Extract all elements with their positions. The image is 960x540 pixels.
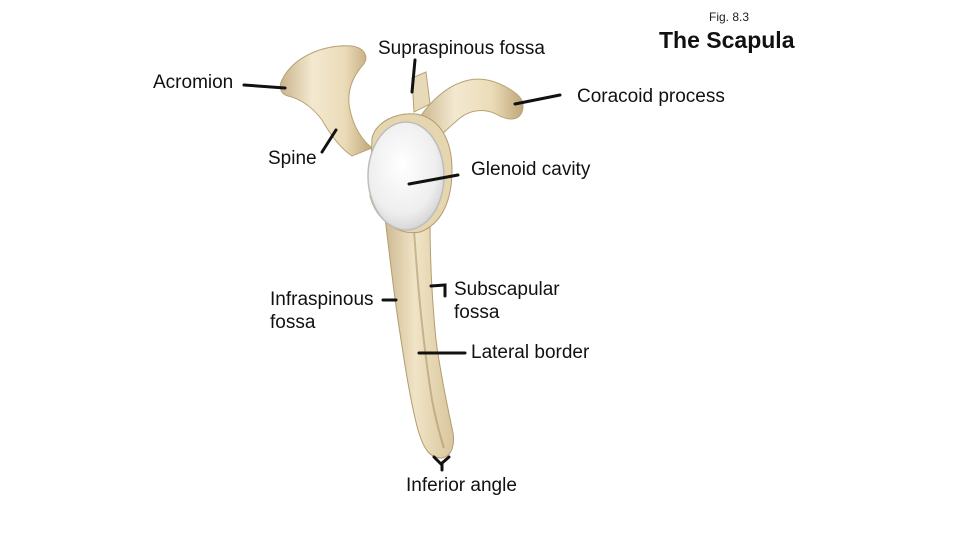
- subscapular-leader: [429, 283, 447, 298]
- acromion-leader: [242, 83, 287, 90]
- spine-leader: [320, 128, 338, 154]
- glenoid-cavity-surface: [367, 121, 445, 231]
- scapula-blade: [383, 209, 455, 459]
- coracoid-bone: [417, 78, 524, 147]
- label-glenoid-cavity: Glenoid cavity: [471, 159, 591, 180]
- label-infraspinous-fossa-line1: Infraspinous: [270, 289, 374, 310]
- label-coracoid-process: Coracoid process: [577, 86, 725, 107]
- acromion-bone: [279, 45, 373, 157]
- glenoid-leader: [407, 173, 460, 186]
- label-infraspinous-fossa: Infraspinous fossa: [270, 288, 374, 334]
- label-spine: Spine: [268, 148, 317, 169]
- label-subscapular-fossa: Subscapular fossa: [454, 278, 560, 324]
- label-acromion: Acromion: [153, 72, 234, 93]
- figure-title: The Scapula: [659, 27, 795, 53]
- label-infraspinous-fossa-line2: fossa: [270, 312, 316, 333]
- label-subscapular-fossa-line2: fossa: [454, 302, 500, 323]
- supraspinous-leader: [410, 58, 417, 94]
- label-inferior-angle: Inferior angle: [406, 475, 517, 496]
- label-subscapular-fossa-line1: Subscapular: [454, 279, 560, 300]
- label-supraspinous-fossa: Supraspinous fossa: [378, 38, 545, 59]
- figure-number: Fig. 8.3: [709, 10, 750, 24]
- lateral-border-ridge: [413, 229, 445, 449]
- coracoid-leader: [513, 93, 562, 106]
- label-lateral-border: Lateral border: [471, 342, 590, 363]
